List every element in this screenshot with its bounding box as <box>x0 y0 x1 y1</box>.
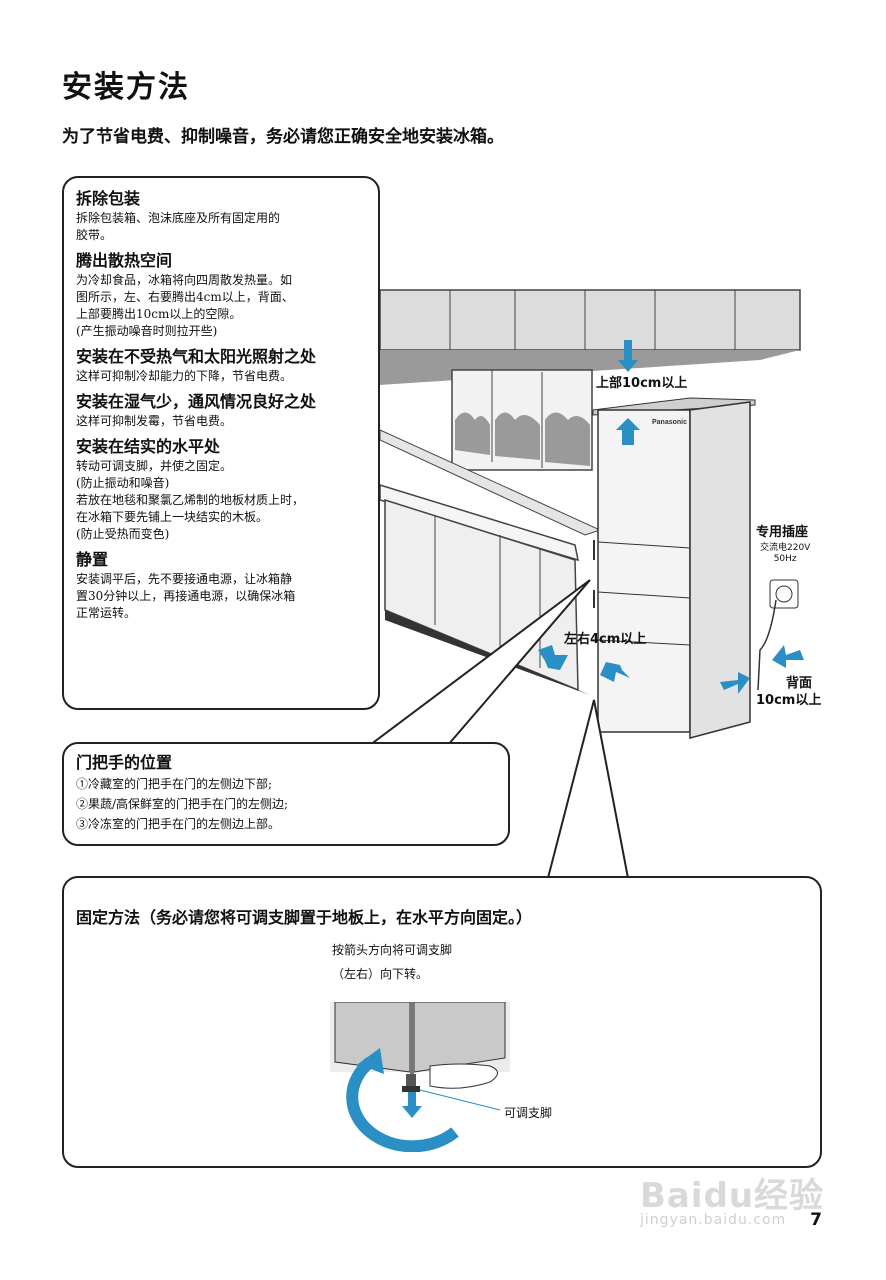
handle-callout-pointer <box>369 579 591 746</box>
fixing-title: 固定方法（务必请您将可调支脚置于地板上，在水平方向固定。） <box>76 908 533 927</box>
page-title: 安装方法 <box>62 70 190 105</box>
door-handle-box: 门把手的位置 ①冷藏室的门把手在门的左侧边下部; ②果蔬/高保鲜室的门把手在门的… <box>62 742 510 846</box>
handle-line: ②果蔬/高保鲜室的门把手在门的左侧边; <box>76 797 289 811</box>
tip-title: 安装在结实的水平处 <box>76 437 221 456</box>
refrigerator: Panasonic <box>592 397 756 739</box>
tip-body: 安装调平后，先不要接通电源，让冰箱静 置30分钟以上，再接通电源，以确保冰箱 正… <box>76 572 296 620</box>
fixing-caption: 按箭头方向将可调支脚 （左右）向下转。 <box>332 943 453 981</box>
handle-line: ③冷冻室的门把手在门的左侧边上部。 <box>76 817 281 831</box>
adjustable-foot-illustration <box>330 1002 510 1152</box>
handle-title: 门把手的位置 <box>76 753 173 772</box>
arrow-back-right-icon <box>720 672 750 694</box>
arrow-left-icon <box>600 662 630 682</box>
back-clearance-label-1: 背面 <box>786 676 813 691</box>
tip-body: 拆除包装箱、泡沫底座及所有固定用的 胶带。 <box>76 211 281 242</box>
tip-title: 拆除包装 <box>76 189 141 208</box>
watermark-logo: Baidu经验 <box>640 1176 825 1216</box>
page-number: 7 <box>810 1210 822 1230</box>
socket-voltage-note: 交流电220V 50Hz <box>760 543 811 564</box>
tip-title: 腾出散热空间 <box>76 251 173 270</box>
upper-cabinets <box>379 289 801 385</box>
tip-title: 静置 <box>76 550 109 569</box>
power-socket <box>757 579 799 691</box>
svg-text:Panasonic: Panasonic <box>652 419 687 426</box>
tip-body: 转动可调支脚，并使之固定。 (防止振动和噪音) 若放在地毯和聚氯乙烯制的地板材质… <box>76 459 305 541</box>
socket-label: 专用插座 <box>756 525 809 540</box>
arrow-back-left-icon <box>772 645 804 668</box>
lower-cabinets <box>379 429 602 695</box>
tip-body: 为冷却食品，冰箱将向四周散发热量。如 图所示，左、右要腾出4cm以上，背面、 上… <box>76 273 294 338</box>
arrow-down-icon <box>618 340 638 372</box>
tip-body: 这样可抑制冷却能力的下降，节省电费。 <box>76 369 293 383</box>
page-subtitle: 为了节省电费、抑制噪音，务必请您正确安全地安装冰箱。 <box>62 127 504 147</box>
tip-title: 安装在不受热气和太阳光照射之处 <box>76 347 317 366</box>
side-clearance-label: 左右4cm以上 <box>564 632 647 647</box>
tip-body: 这样可抑制发霉，节省电费。 <box>76 414 233 428</box>
handle-line: ①冷藏室的门把手在门的左侧边下部; <box>76 777 273 791</box>
watermark-url: jingyan.baidu.com <box>640 1212 787 1228</box>
arrow-up-icon <box>616 418 640 445</box>
tip-title: 安装在湿气少，通风情况良好之处 <box>76 392 317 411</box>
adjustable-foot-label: 可调支脚 <box>504 1106 553 1120</box>
installation-tips-box: 拆除包装 拆除包装箱、泡沫底座及所有固定用的 胶带。 腾出散热空间 为冷却食品，… <box>62 176 380 710</box>
fix-callout-pointer <box>547 699 629 879</box>
back-clearance-label-2: 10cm以上 <box>756 693 822 708</box>
arrow-right-icon <box>538 645 568 670</box>
kitchen-window <box>451 369 593 471</box>
top-clearance-label: 上部10cm以上 <box>596 376 688 391</box>
fixing-method-box: 固定方法（务必请您将可调支脚置于地板上，在水平方向固定。） 按箭头方向将可调支脚… <box>62 876 822 1168</box>
clearance-arrows <box>538 340 804 694</box>
